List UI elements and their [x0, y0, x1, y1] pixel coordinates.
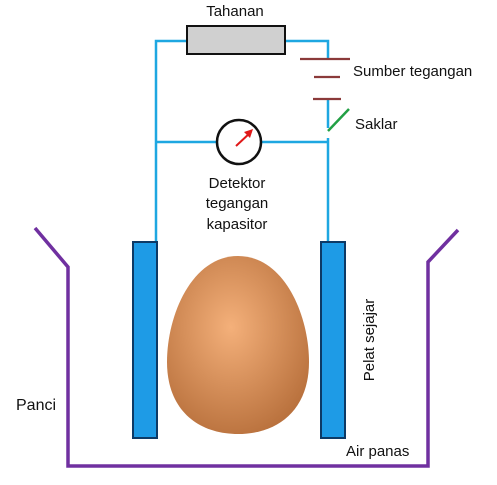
- pot-label: Panci: [16, 397, 56, 414]
- detector-label-line-2: tegangan: [206, 195, 269, 212]
- egg: [167, 256, 309, 434]
- left-plate: [132, 241, 158, 439]
- voltage-source-label: Sumber tegangan: [353, 63, 472, 80]
- right-plate: [320, 241, 346, 439]
- top-left-wire: [154, 39, 187, 242]
- hot-water-label: Air panas: [346, 443, 409, 460]
- resistor: [186, 25, 286, 55]
- parallel-plates-label: Pelat sejajar: [361, 299, 378, 382]
- switch-lever: [327, 108, 350, 132]
- detector-label-line-1: Detektor: [209, 175, 266, 192]
- voltage-source: [300, 57, 350, 101]
- resistor-label: Tahanan: [206, 3, 264, 20]
- detector-needle-head: [244, 129, 253, 138]
- circuit-wires: [154, 39, 330, 242]
- detector-label-line-3: kapasitor: [207, 216, 268, 233]
- pot-outline: [33, 226, 460, 468]
- top-right-wire: [285, 39, 330, 58]
- switch-label: Saklar: [355, 116, 398, 133]
- voltage-detector: [215, 118, 263, 166]
